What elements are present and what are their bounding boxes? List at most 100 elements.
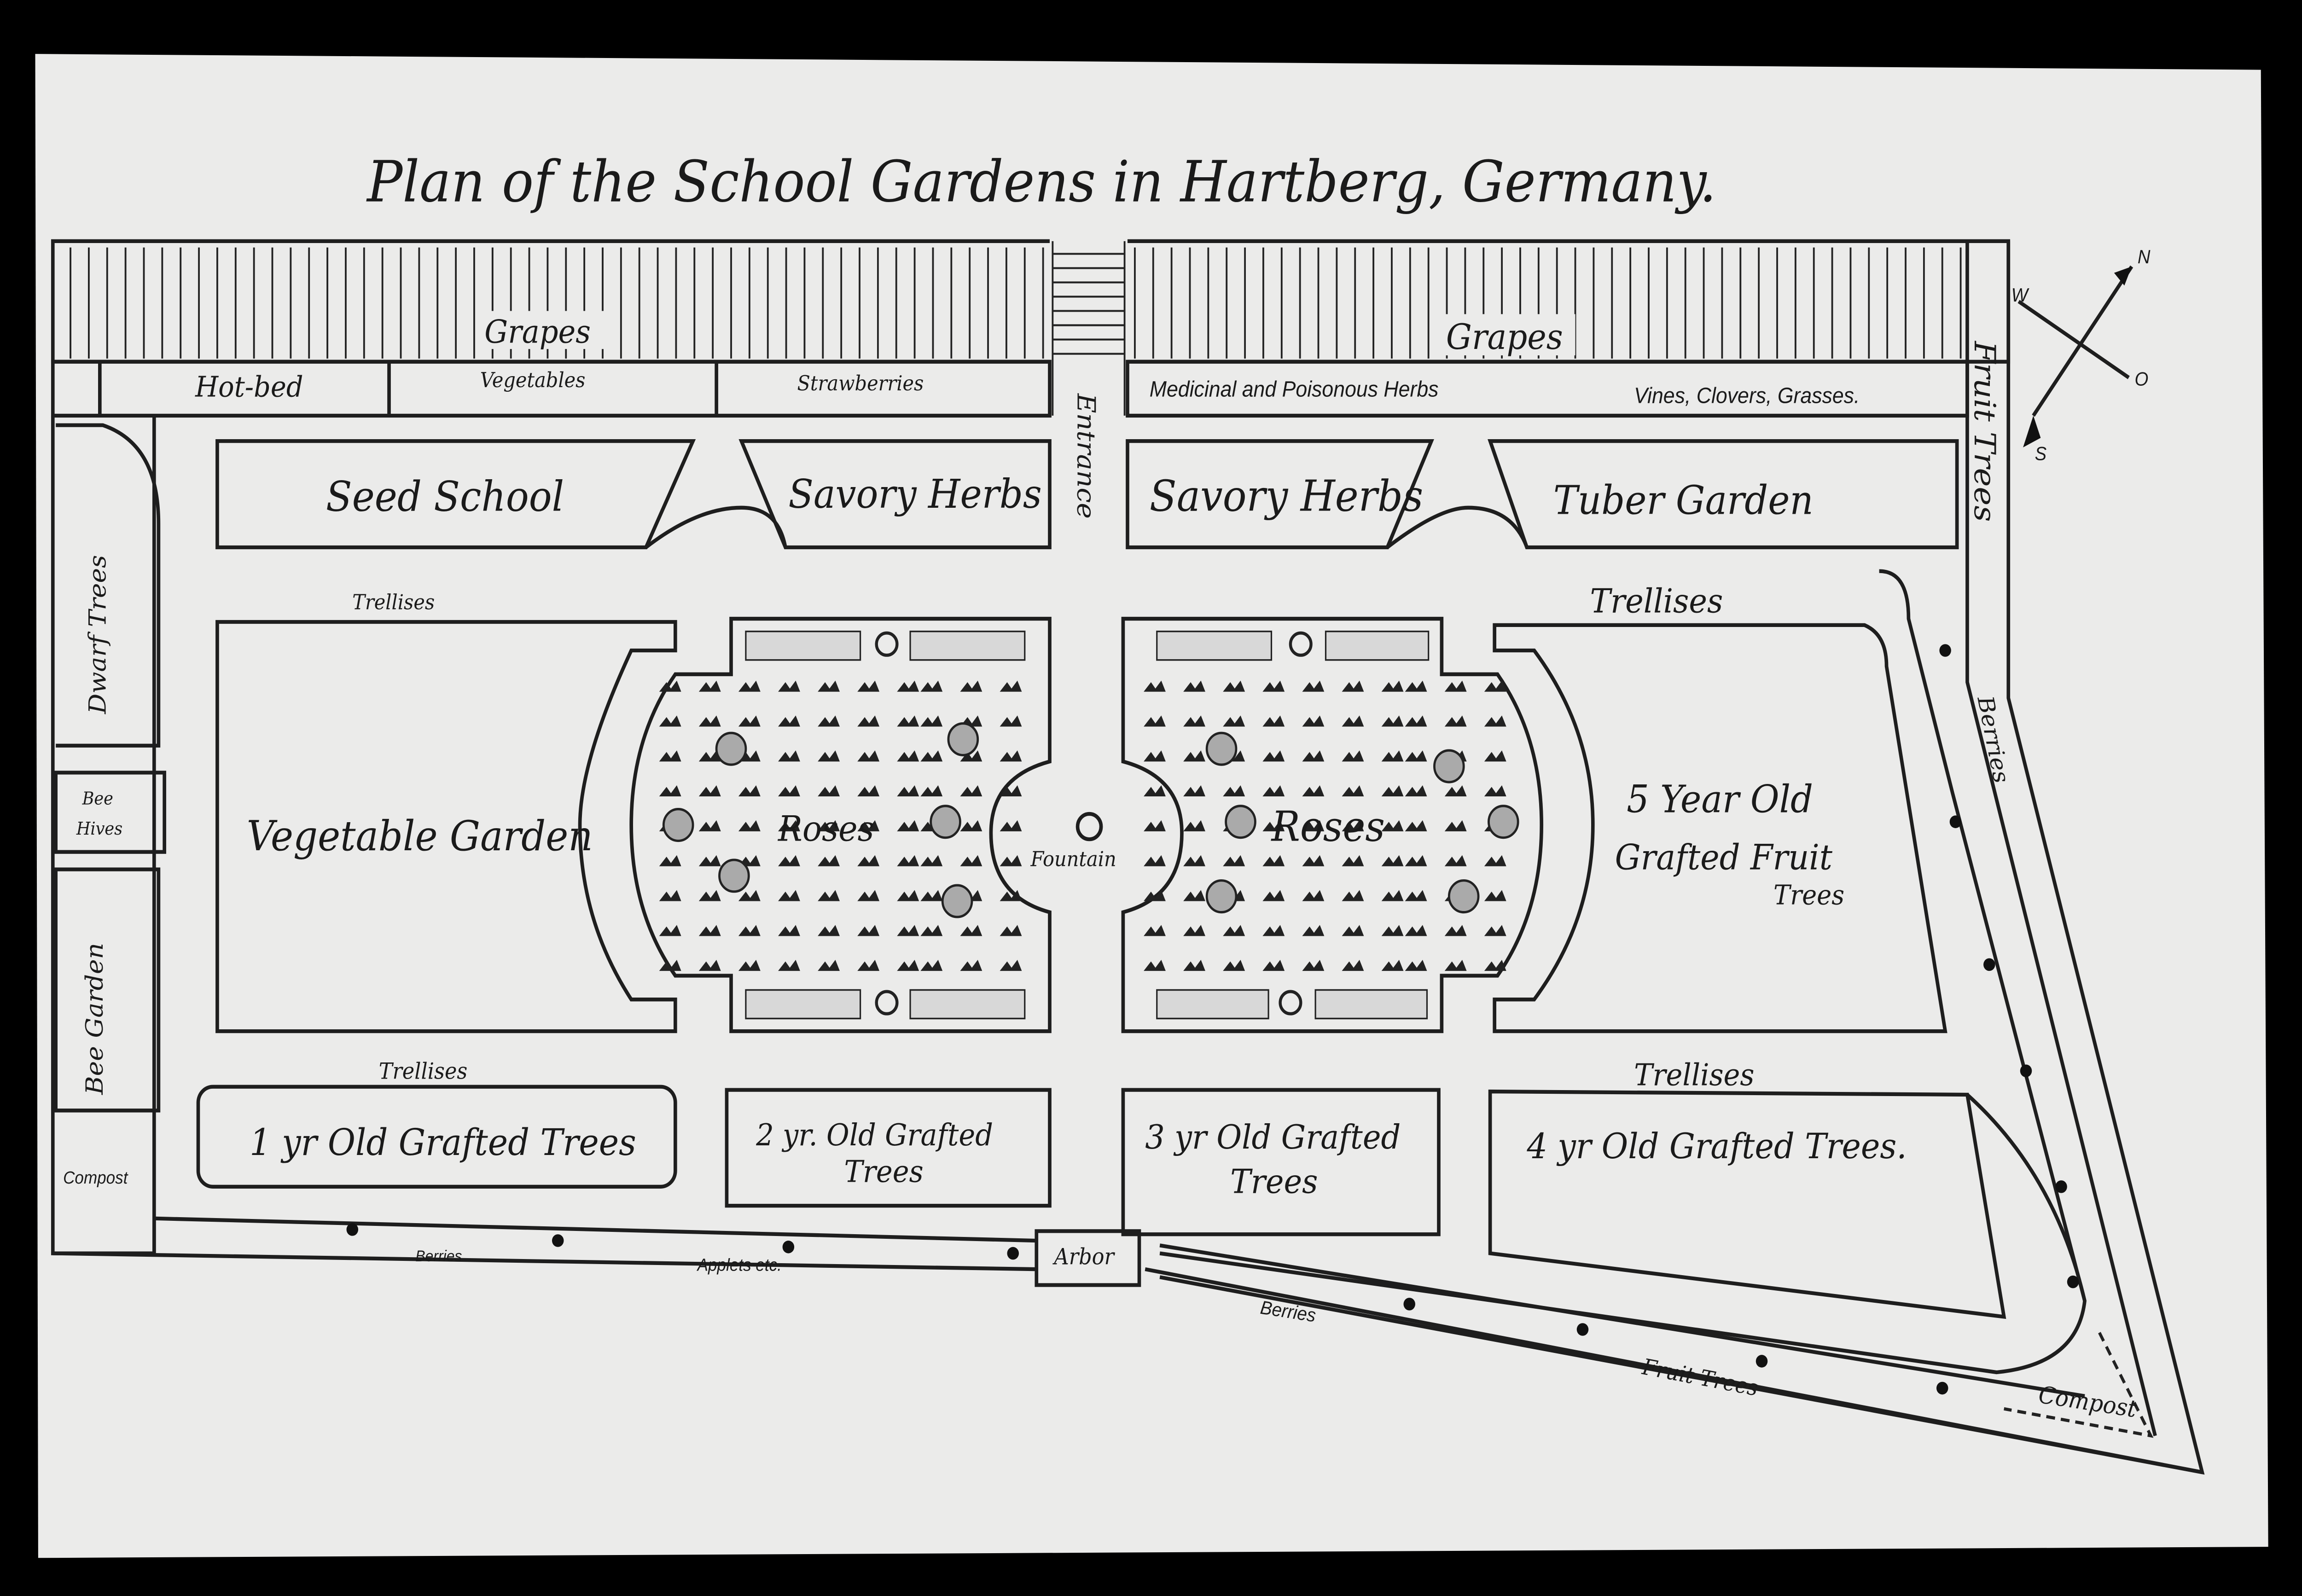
- rose-bush-icon: [1342, 680, 1364, 692]
- rose-bush-icon: [738, 680, 761, 692]
- rose-bush-icon: [857, 960, 880, 971]
- rose-bush-icon: [1223, 960, 1245, 971]
- rose-bush-icon: [920, 890, 943, 901]
- rose-bush-icon: [897, 715, 919, 727]
- arbor-label: Arbor: [1052, 1244, 1116, 1270]
- fence-post-icon: [2055, 1180, 2067, 1193]
- tuber-garden-label: Tuber Garden: [1553, 477, 1814, 524]
- rose-bush-icon: [897, 680, 919, 692]
- trellises-label-c: Trellises: [379, 1058, 468, 1084]
- rose-bush-icon: [920, 855, 943, 866]
- rose-bush-icon: [1183, 890, 1205, 901]
- compass-icon: N W O S: [2011, 247, 2151, 464]
- rose-bush-icon: [920, 715, 943, 727]
- fence-post-icon: [1949, 815, 1962, 828]
- rose-bush-icon: [857, 680, 880, 692]
- vegetables-label: Vegetables: [480, 368, 586, 392]
- rose-bush-icon: [1262, 715, 1285, 727]
- rose-bush-icon: [818, 785, 840, 797]
- rose-bush-icon: [1342, 820, 1364, 831]
- rose-bush-icon: [659, 890, 681, 901]
- grapes-label-right: Grapes: [1446, 317, 1563, 358]
- rose-bush-icon: [698, 960, 721, 971]
- rose-bush-icon: [1302, 715, 1325, 727]
- rose-bush-icon: [1381, 715, 1404, 727]
- rose-bush-icon: [698, 890, 721, 901]
- five-year-label-1: 5 Year Old: [1627, 777, 1813, 822]
- upper-beds: Seed School Savory Herbs Savory Herbs Tu…: [215, 439, 1959, 550]
- fence-post-icon: [1007, 1247, 1019, 1260]
- rose-bush-icon: [1144, 890, 1166, 901]
- rose-bush-icon: [1484, 890, 1506, 901]
- rose-bush-icon: [659, 750, 681, 762]
- rose-bush-icon: [738, 960, 761, 971]
- rose-bush-icon: [960, 925, 982, 936]
- rose-bush-icon: [1302, 785, 1325, 797]
- rose-bush-icon: [738, 750, 761, 762]
- rose-bush-icon: [698, 680, 721, 692]
- rose-bush-icon: [698, 785, 721, 797]
- rose-bush-icon: [659, 680, 681, 692]
- standard-rose-icon: [1488, 805, 1519, 839]
- rose-bush-icon: [1183, 680, 1205, 692]
- fence-posts: [346, 644, 2079, 1395]
- rose-bush-icon: [960, 750, 982, 762]
- five-year-label-2: Grafted Fruit: [1615, 837, 1833, 878]
- bottom-beds: Trellises Trellises 1 yr Old Grafted Tre…: [196, 1057, 2006, 1319]
- seed-school-label: Seed School: [326, 473, 564, 521]
- trellises-label-a: Trellises: [352, 591, 435, 615]
- rose-bush-icon: [818, 925, 840, 936]
- rose-bush-icon: [1223, 925, 1245, 936]
- rose-bush-icon: [897, 820, 919, 831]
- rose-bush-icon: [1223, 680, 1245, 692]
- fence-post-icon: [2020, 1064, 2032, 1078]
- rose-bush-icon: [1183, 925, 1205, 936]
- bee-hives-label-1: Bee: [82, 788, 113, 809]
- rose-bush-icon: [1262, 750, 1285, 762]
- rose-bush-icon: [1262, 890, 1285, 901]
- compost-plot: [2004, 1332, 2154, 1438]
- rose-bush-icon: [960, 855, 982, 866]
- rose-bush-icon: [1000, 785, 1022, 797]
- three-yr-label-1: 3 yr Old Grafted: [1145, 1118, 1401, 1157]
- rose-bush-icon: [1444, 785, 1467, 797]
- vegetable-garden: Trellises Vegetable Garden: [215, 591, 677, 1033]
- strawberries-label: Strawberries: [797, 371, 924, 395]
- fence-post-icon: [552, 1234, 564, 1247]
- fence-post-icon: [782, 1241, 795, 1254]
- rose-bush-icon: [1302, 925, 1325, 936]
- rose-bush-icon: [698, 715, 721, 727]
- rose-bush-icon: [1183, 855, 1205, 866]
- ring-marker-icon: [875, 631, 899, 657]
- rose-bush-icon: [1484, 855, 1506, 866]
- rose-bush-icon: [1444, 680, 1467, 692]
- rose-bush-icon: [897, 750, 919, 762]
- paper: [35, 54, 2268, 1558]
- rose-bush-icon: [1144, 960, 1166, 971]
- compass-w: W: [2011, 284, 2029, 306]
- rose-bush-icon: [857, 715, 880, 727]
- rose-bush-marks: [659, 631, 1519, 1016]
- standard-rose-icon: [1205, 731, 1238, 766]
- bee-hives-label-2: Hives: [76, 818, 122, 839]
- rose-bush-icon: [1302, 680, 1325, 692]
- fence-post-icon: [1983, 958, 1995, 971]
- rose-bush-icon: [659, 925, 681, 936]
- boundary-outer-right: [1145, 241, 2205, 1475]
- rose-bush-icon: [1381, 890, 1404, 901]
- standard-rose-icon: [718, 859, 750, 893]
- compass-o: O: [2134, 369, 2148, 390]
- berries-bottom-left-label: Berries: [415, 1248, 462, 1265]
- standard-rose-icon: [941, 884, 973, 918]
- rose-bush-icon: [1223, 855, 1245, 866]
- rose-bush-icon: [920, 750, 943, 762]
- vines-label: Vines, Clovers, Grasses.: [1634, 383, 1860, 408]
- rose-bush-icon: [960, 785, 982, 797]
- rose-bush-icon: [1484, 680, 1506, 692]
- rose-bush-icon: [698, 855, 721, 866]
- ring-marker-icon: [1279, 990, 1302, 1016]
- rose-bush-icon: [1000, 960, 1022, 971]
- ring-marker-icon: [1289, 631, 1313, 657]
- rose-bush-icon: [1381, 855, 1404, 866]
- rose-bush-icon: [778, 960, 800, 971]
